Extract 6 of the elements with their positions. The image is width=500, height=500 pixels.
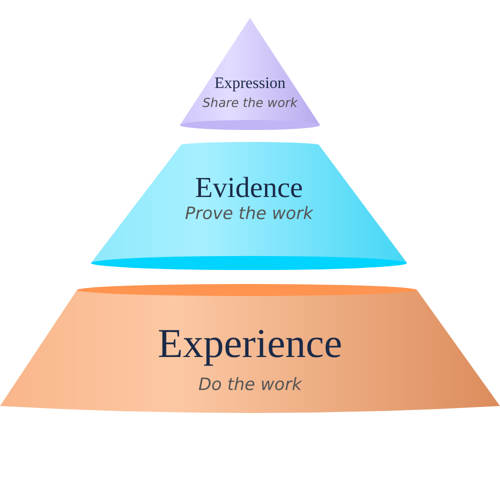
tier-title: Experience [158,320,342,366]
tier-title: Expression [214,75,286,92]
tier-title: Evidence [195,172,303,204]
tier-subtitle: Prove the work [184,204,313,224]
tier-subtitle: Share the work [202,95,298,110]
tier-subtitle: Do the work [198,375,302,395]
